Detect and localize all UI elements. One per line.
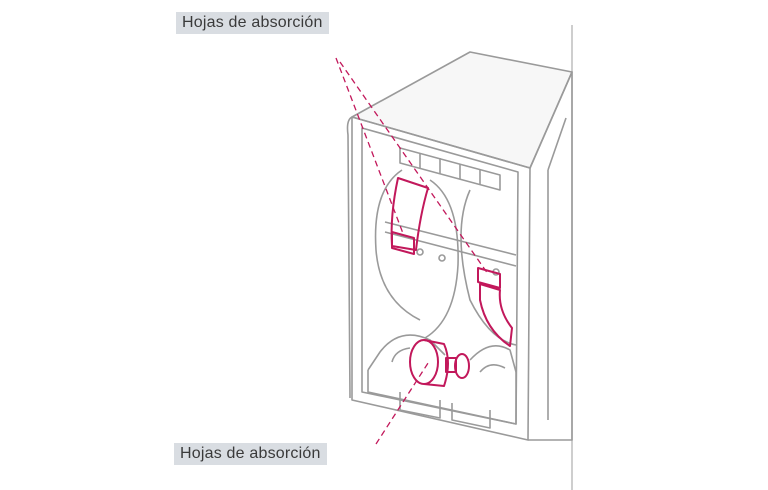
callout-lines (335, 57, 489, 445)
dryer-cabinet (346, 51, 573, 441)
absorption-sheet-right (477, 267, 513, 347)
label-absorption-sheets-top: Hojas de absorción (176, 12, 329, 34)
absorption-sheet-upper-left (390, 177, 429, 255)
absorption-sheet-motor (409, 339, 470, 387)
label-absorption-sheets-bottom: Hojas de absorción (174, 443, 327, 465)
